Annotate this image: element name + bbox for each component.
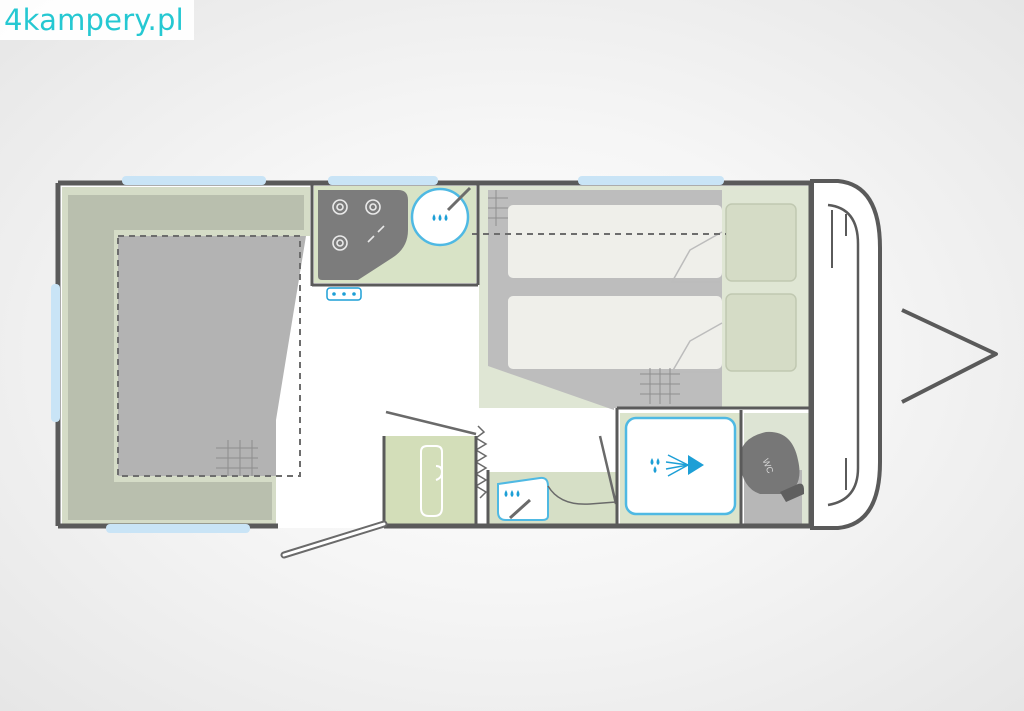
window-rear-right [106, 524, 250, 533]
blanket-fold-upper [670, 231, 723, 283]
washbasin [497, 476, 549, 521]
toilet: WC [739, 413, 810, 524]
fridge-snowflake-icon [332, 292, 356, 296]
bed-grid-mark [640, 368, 680, 404]
washroom-curve [547, 485, 617, 505]
hanger-hook-icon [435, 465, 444, 481]
shower-drops-icon [650, 458, 660, 473]
twin-beds [472, 186, 812, 410]
lounge-bed-outline [117, 235, 301, 477]
window-rear [51, 284, 60, 422]
kitchen [314, 186, 476, 301]
blanket-fold-lower [670, 322, 723, 373]
gas-burner-icon [332, 199, 381, 251]
pillow-lower [725, 293, 797, 372]
toilet-flush [780, 483, 804, 502]
bed-top-grid-mark [488, 190, 508, 226]
hob-sparkle-icon [367, 225, 385, 243]
front-nose [810, 179, 882, 530]
washroom [488, 435, 618, 524]
lounge-table [118, 236, 306, 476]
stove-hob [318, 190, 408, 280]
wardrobe [384, 410, 488, 524]
washroom-door [598, 435, 618, 505]
shower-spray-icon [665, 454, 689, 477]
lounge-grid-mark [216, 440, 258, 476]
hanger-icon [420, 445, 443, 517]
windows [51, 176, 724, 533]
rear-lounge [62, 187, 310, 524]
pillow-upper [725, 203, 797, 282]
basin-faucet [508, 498, 532, 520]
wardrobe-door [385, 410, 477, 436]
bed-mattress-lower [508, 296, 722, 369]
shower [620, 413, 740, 524]
water-drops-icon [432, 214, 448, 221]
window-bedroom [578, 176, 724, 185]
shower-head-icon [688, 455, 704, 475]
wardrobe-cabinet [384, 436, 476, 524]
tow-drawbar [901, 308, 998, 404]
bed-mattress-upper [508, 205, 722, 278]
window-rear-left [122, 176, 266, 185]
lounge-seat-cushion [68, 195, 304, 520]
window-kitchen [328, 176, 438, 185]
entrance-door-inner [282, 522, 386, 557]
front-window [827, 203, 860, 507]
basin-water-drops-icon [504, 490, 520, 497]
faucet [446, 186, 472, 212]
watermark: 4kampery.pl [0, 0, 194, 40]
toilet-bowl [739, 431, 800, 494]
